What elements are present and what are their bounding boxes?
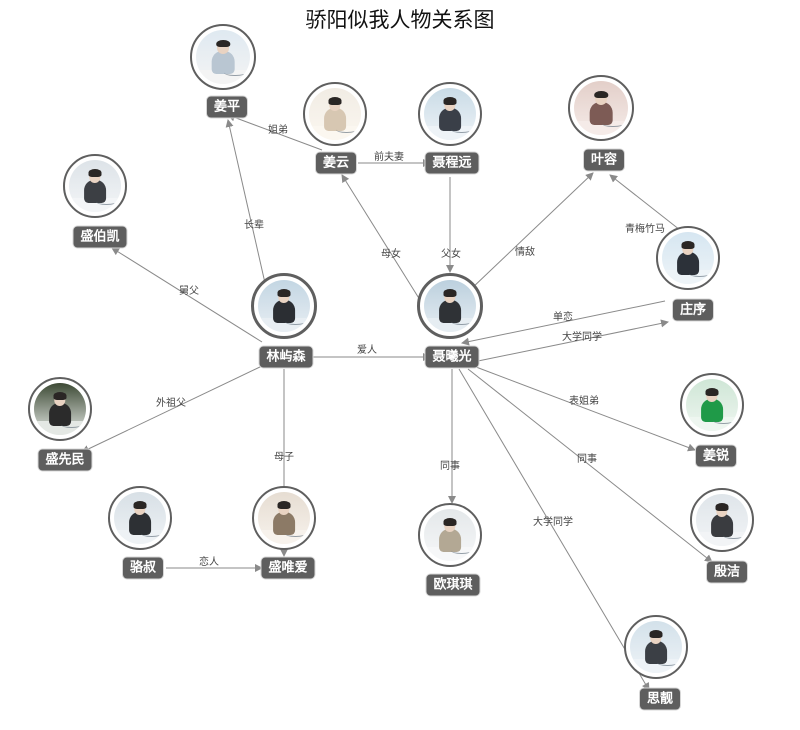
edge-label-niexiguang-zhuangxu: 大学同学 bbox=[562, 330, 602, 343]
avatar-shengweiai[interactable] bbox=[252, 486, 316, 550]
name-label-jiangping[interactable]: 姜平 bbox=[205, 95, 249, 119]
edge-label-linyusen-niexiguang: 爱人 bbox=[357, 343, 377, 356]
name-label-linyusen[interactable]: 林屿森 bbox=[258, 345, 314, 369]
avatar-photo bbox=[69, 160, 121, 212]
avatar-photo bbox=[574, 81, 628, 135]
edge-zhuangxu-yerong bbox=[609, 174, 681, 231]
edge-label-niexiguang-siyao: 大学同学 bbox=[533, 515, 573, 528]
edge-label-linyusen-shengxianmin: 外祖父 bbox=[156, 396, 186, 409]
avatar-photo bbox=[258, 492, 310, 544]
avatar-photo bbox=[196, 30, 250, 84]
name-label-niexiguang[interactable]: 聂曦光 bbox=[424, 345, 480, 369]
name-label-shengbokai[interactable]: 盛伯凯 bbox=[72, 225, 128, 249]
avatar-niechengyuan[interactable] bbox=[418, 82, 482, 146]
avatar-jiangrui[interactable] bbox=[680, 373, 744, 437]
avatar-jiangyun[interactable] bbox=[303, 82, 367, 146]
avatar-photo bbox=[696, 494, 748, 546]
avatar-shengbokai[interactable] bbox=[63, 154, 127, 218]
edge-label-niexiguang-jiangyun: 母女 bbox=[381, 247, 401, 260]
edge-label-jiangyun-niechengyuan: 前夫妻 bbox=[374, 150, 404, 163]
edge-niexiguang-siyao bbox=[458, 368, 650, 691]
name-label-shengweiai[interactable]: 盛唯爱 bbox=[260, 556, 316, 580]
edge-label-linyusen-shengweiai: 母子 bbox=[274, 451, 294, 463]
name-label-ouqiqi[interactable]: 欧琪琪 bbox=[425, 573, 481, 597]
avatar-luoshu[interactable] bbox=[108, 486, 172, 550]
avatar-photo bbox=[34, 383, 86, 435]
avatar-photo bbox=[258, 280, 310, 332]
edge-label-niexiguang-ouqiqi: 同事 bbox=[440, 459, 460, 472]
edge-label-niexiguang-yerong: 情敌 bbox=[515, 245, 535, 258]
avatar-yinjie[interactable] bbox=[690, 488, 754, 552]
name-label-luoshu[interactable]: 骆叔 bbox=[121, 556, 165, 580]
name-label-zhuangxu[interactable]: 庄序 bbox=[671, 298, 715, 322]
name-label-niechengyuan[interactable]: 聂程远 bbox=[424, 151, 480, 175]
avatar-photo bbox=[309, 88, 361, 140]
avatar-photo bbox=[424, 509, 476, 561]
avatar-photo bbox=[114, 492, 166, 544]
avatar-yerong[interactable] bbox=[568, 75, 634, 141]
edge-jiangyun-jiangping bbox=[227, 113, 323, 151]
name-label-jiangrui[interactable]: 姜锐 bbox=[694, 444, 738, 468]
avatar-photo bbox=[630, 621, 682, 673]
avatar-siyao[interactable] bbox=[624, 615, 688, 679]
name-label-yerong[interactable]: 叶容 bbox=[582, 148, 626, 172]
edge-label-linyusen-shengbokai: 舅父 bbox=[179, 285, 199, 297]
avatar-photo bbox=[424, 88, 476, 140]
name-label-shengxianmin[interactable]: 盛先民 bbox=[37, 448, 93, 472]
avatar-niexiguang[interactable] bbox=[417, 273, 483, 339]
avatar-jiangping[interactable] bbox=[190, 24, 256, 90]
avatar-photo bbox=[686, 379, 738, 431]
edge-label-niechengyuan-niexiguang: 父女 bbox=[441, 247, 461, 260]
edge-label-zhuangxu-yerong: 青梅竹马 bbox=[625, 222, 665, 235]
avatar-photo bbox=[424, 280, 476, 332]
edge-label-linyusen-jiangping: 长辈 bbox=[244, 218, 264, 231]
edge-label-zhuangxu-niexiguang: 单恋 bbox=[553, 310, 573, 323]
name-label-siyao[interactable]: 思靓 bbox=[638, 687, 682, 711]
edge-niexiguang-zhuangxu bbox=[477, 319, 669, 362]
diagram-title: 骄阳似我人物关系图 bbox=[305, 8, 495, 32]
avatar-shengxianmin[interactable] bbox=[28, 377, 92, 441]
name-label-yinjie[interactable]: 殷洁 bbox=[705, 560, 749, 584]
avatar-linyusen[interactable] bbox=[251, 273, 317, 339]
avatar-photo bbox=[662, 232, 714, 284]
edge-label-jiangyun-jiangping: 姐弟 bbox=[268, 123, 288, 136]
edge-niexiguang-jiangrui bbox=[475, 366, 696, 452]
edge-linyusen-shengbokai bbox=[111, 247, 263, 343]
edge-niexiguang-yinjie bbox=[467, 368, 713, 563]
edge-linyusen-jiangping bbox=[225, 119, 266, 284]
edge-niexiguang-jiangyun bbox=[341, 174, 421, 301]
edge-label-niexiguang-yinjie: 同事 bbox=[577, 452, 597, 465]
edge-niexiguang-yerong bbox=[469, 172, 594, 291]
edge-linyusen-shengxianmin bbox=[81, 365, 263, 453]
edge-zhuangxu-niexiguang bbox=[461, 300, 666, 346]
avatar-zhuangxu[interactable] bbox=[656, 226, 720, 290]
edge-label-luoshu-shengweiai: 恋人 bbox=[199, 555, 219, 568]
edge-label-niexiguang-jiangrui: 表姐弟 bbox=[569, 394, 599, 407]
avatar-ouqiqi[interactable] bbox=[418, 503, 482, 567]
name-label-jiangyun[interactable]: 姜云 bbox=[314, 151, 358, 175]
